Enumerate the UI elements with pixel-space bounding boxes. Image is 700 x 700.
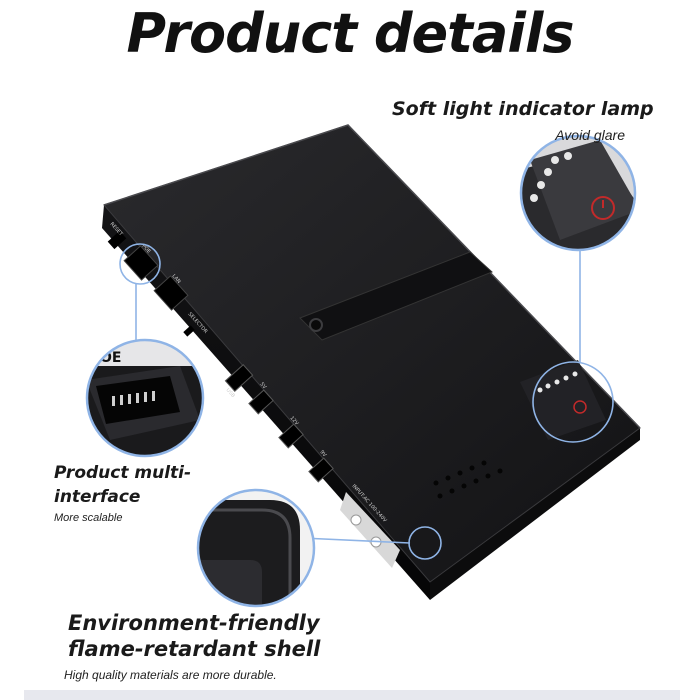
reset-port [107, 230, 127, 250]
zoom-shell-corner [196, 488, 316, 608]
multi-interface-title: Product multi- interface [54, 461, 234, 509]
poe-port [123, 245, 159, 281]
indicator-lamp-subtitle: Avoid glare [555, 127, 625, 143]
label-lan: LAN [171, 273, 182, 285]
5v-port [248, 389, 274, 415]
ac-input-port [340, 492, 400, 568]
power-button-small [573, 400, 587, 414]
indicator-lamp-title: Soft light indicator lamp [392, 98, 654, 120]
label-12v: 12V [289, 415, 300, 427]
led-panel [520, 360, 606, 440]
led-dot-1 [545, 383, 551, 389]
lan-port [153, 275, 189, 311]
side-ports [107, 230, 400, 568]
led-dot-4 [572, 371, 578, 377]
label-poe: POE [141, 243, 152, 255]
shell-title-line1: Environment-friendly [68, 611, 320, 635]
grip-strip [299, 251, 493, 341]
ring-poe [119, 243, 161, 285]
vent-holes [433, 460, 503, 499]
zoom-indicator-lamp [519, 134, 637, 252]
shell-title-line2: flame-retardant shell [68, 637, 321, 661]
label-5v: 5V [259, 381, 268, 390]
label-9v: 9V [319, 449, 328, 458]
power-button-icon [591, 196, 615, 220]
callout-lines [135, 250, 581, 544]
9v-port [308, 457, 334, 483]
ring-led [532, 361, 614, 443]
usb-port [224, 364, 254, 392]
12v-port [278, 423, 304, 449]
label-usb: USB [225, 387, 237, 399]
led-dot-2 [554, 379, 560, 385]
multi-interface-title-line2: interface [54, 487, 141, 507]
led-dot-3 [563, 375, 569, 381]
page-title: Product details [126, 2, 574, 65]
led-dot-5 [537, 387, 543, 393]
shell-title: Environment-friendly flame-retardant she… [68, 610, 328, 662]
shell-subtitle: High quality materials are more durable. [64, 668, 277, 682]
zoom-port: OE [85, 338, 205, 458]
multi-interface-title-line1: Product multi- [54, 463, 192, 483]
selector-switch [183, 325, 195, 337]
bottom-strip [24, 690, 680, 700]
multi-interface-subtitle: More scalable [54, 512, 123, 524]
